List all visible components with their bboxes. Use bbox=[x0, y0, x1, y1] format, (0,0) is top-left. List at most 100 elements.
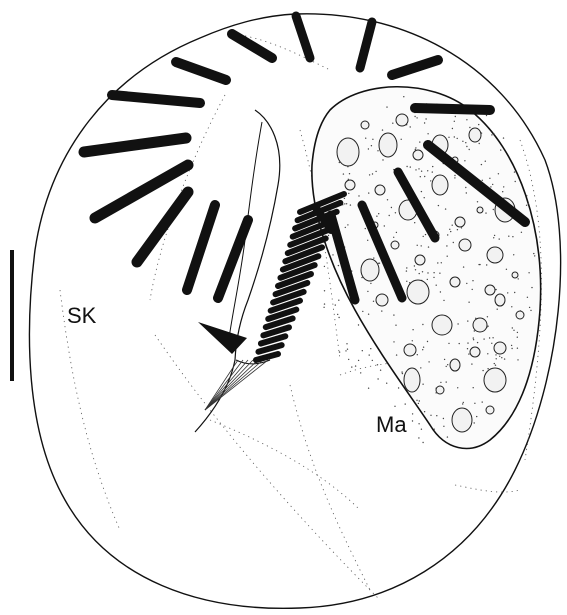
stipple-dot bbox=[419, 141, 420, 142]
nucleolus-20 bbox=[485, 285, 495, 295]
stipple-dot bbox=[381, 310, 382, 311]
ma-label: Ma bbox=[376, 412, 407, 437]
stipple-dot bbox=[513, 254, 514, 255]
stipple-dot bbox=[369, 354, 370, 355]
cirrus-4 bbox=[176, 62, 226, 80]
nucleolus-25 bbox=[470, 347, 480, 357]
oral-fibre-7 bbox=[205, 360, 268, 410]
stipple-dot bbox=[448, 137, 449, 138]
stipple-dot bbox=[474, 422, 475, 423]
stipple-dot bbox=[338, 265, 339, 266]
nucleolus-19 bbox=[450, 277, 460, 287]
nucleolus-5 bbox=[396, 114, 408, 126]
stipple-dot bbox=[335, 304, 336, 305]
stipple-dot bbox=[406, 281, 407, 282]
stipple-dot bbox=[499, 356, 500, 357]
stipple-dot bbox=[416, 117, 417, 118]
cirrus-8 bbox=[137, 192, 188, 262]
stipple-dot bbox=[477, 201, 478, 202]
cirrus-12 bbox=[415, 108, 490, 110]
stipple-dot bbox=[455, 116, 456, 117]
stipple-dot bbox=[422, 349, 423, 350]
stipple-dot bbox=[461, 227, 462, 228]
stipple-dot bbox=[362, 311, 363, 312]
stipple-dot bbox=[457, 229, 458, 230]
stipple-dot bbox=[517, 359, 518, 360]
stipple-dot bbox=[382, 159, 383, 160]
stipple-dot bbox=[380, 370, 381, 371]
stipple-dot bbox=[368, 388, 369, 389]
stipple-dot bbox=[372, 173, 373, 174]
stipple-dot bbox=[517, 332, 518, 333]
stipple-dot bbox=[473, 387, 474, 388]
stipple-dot bbox=[466, 283, 467, 284]
stipple-dot bbox=[495, 354, 496, 355]
stipple-dot bbox=[345, 350, 346, 351]
stipple-dot bbox=[343, 173, 344, 174]
stipple-dot bbox=[447, 364, 448, 365]
nucleolus-1 bbox=[337, 138, 359, 166]
stipple-dot bbox=[497, 309, 498, 310]
nucleolus-35 bbox=[415, 255, 425, 265]
stipple-dot bbox=[338, 300, 339, 301]
stipple-dot bbox=[466, 119, 467, 120]
stipple-dot bbox=[344, 203, 345, 204]
nucleolus-34 bbox=[391, 241, 399, 249]
stipple-dot bbox=[479, 264, 480, 265]
stipple-dot bbox=[438, 205, 439, 206]
stipple-dot bbox=[443, 418, 444, 419]
stipple-dot bbox=[367, 240, 368, 241]
stipple-dot bbox=[436, 285, 437, 286]
nucleolus-29 bbox=[436, 386, 444, 394]
stipple-dot bbox=[378, 263, 379, 264]
cirrus-2 bbox=[360, 22, 372, 68]
stipple-dot bbox=[376, 216, 377, 217]
stipple-dot bbox=[430, 180, 431, 181]
stipple-dot bbox=[447, 256, 448, 257]
stipple-dot bbox=[469, 149, 470, 150]
oral-fibre-4 bbox=[205, 360, 253, 410]
stipple-dot bbox=[487, 316, 488, 317]
stipple-dot bbox=[492, 184, 493, 185]
stipple-dot bbox=[450, 231, 451, 232]
stipple-dot bbox=[427, 272, 428, 273]
stipple-dot bbox=[393, 341, 394, 342]
stipple-dot bbox=[384, 225, 385, 226]
stipple-dot bbox=[412, 413, 413, 414]
stipple-dot bbox=[486, 115, 487, 116]
stipple-dot bbox=[428, 246, 429, 247]
stipple-dot bbox=[489, 337, 490, 338]
nucleolus-9 bbox=[375, 185, 385, 195]
stipple-dot bbox=[422, 324, 423, 325]
stipple-dot bbox=[415, 147, 416, 148]
nucleolus-6 bbox=[361, 121, 369, 129]
stipple-dot bbox=[466, 192, 467, 193]
stipple-dot bbox=[447, 234, 448, 235]
stipple-dot bbox=[417, 354, 418, 355]
stipple-dot bbox=[415, 169, 416, 170]
stipple-dot bbox=[448, 343, 449, 344]
stipple-dot bbox=[471, 363, 472, 364]
stipple-dot bbox=[424, 197, 425, 198]
stipple-dot bbox=[339, 351, 340, 352]
stipple-dot bbox=[387, 199, 388, 200]
stipple-dot bbox=[472, 289, 473, 290]
nucleolus-4 bbox=[469, 128, 481, 142]
stipple-dot bbox=[392, 123, 393, 124]
stipple-dot bbox=[489, 178, 490, 179]
stipple-dot bbox=[414, 116, 415, 117]
nucleolus-21 bbox=[432, 315, 452, 335]
stipple-dot bbox=[446, 245, 447, 246]
stipple-dot bbox=[502, 191, 503, 192]
cirrus-11 bbox=[392, 60, 438, 75]
stipple-dot bbox=[485, 161, 486, 162]
nucleolus-18 bbox=[407, 280, 429, 304]
stipple-dot bbox=[425, 118, 426, 119]
nucleolus-15 bbox=[487, 247, 503, 263]
stipple-dot bbox=[375, 171, 376, 172]
stipple-dot bbox=[427, 279, 428, 280]
stipple-dot bbox=[515, 181, 516, 182]
stipple-dot bbox=[472, 280, 473, 281]
stipple-dot bbox=[518, 278, 519, 279]
nucleolus-16 bbox=[361, 259, 379, 281]
